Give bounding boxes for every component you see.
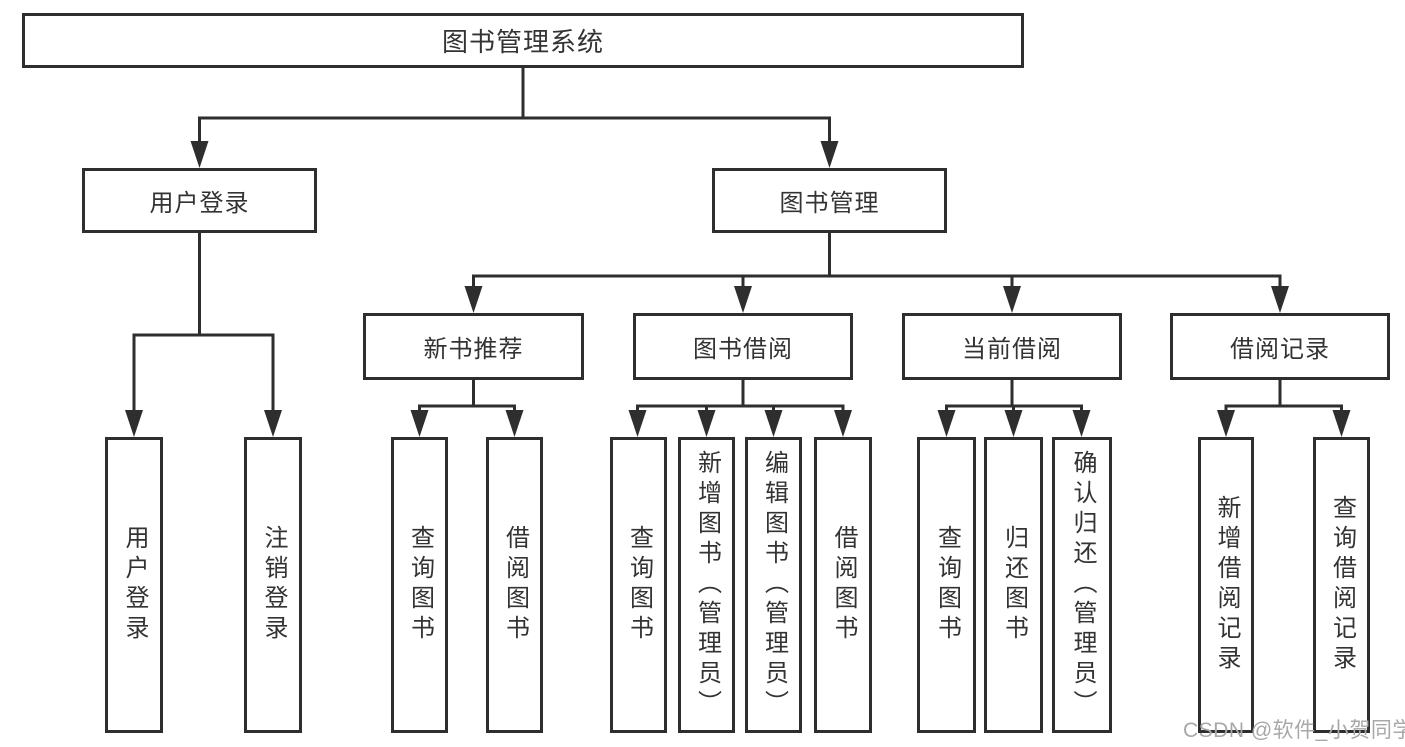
leaf-edit-book-admin: 编辑图书（管理员） xyxy=(745,437,802,733)
leaf-confirm-return-admin: 确认归还（管理员） xyxy=(1052,437,1112,733)
leaf-add-book-admin: 新增图书（管理员） xyxy=(678,437,735,733)
leaf-logout: 注销登录 xyxy=(244,437,302,733)
leaf-query-books-current: 查询图书 xyxy=(917,437,976,733)
leaf-label: 归还图书 xyxy=(1000,525,1028,645)
leaf-label: 新增图书（管理员） xyxy=(693,450,721,720)
node-book-borrowing: 图书借阅 xyxy=(633,313,853,380)
leaf-label: 借阅图书 xyxy=(830,525,857,645)
node-label: 图书借阅 xyxy=(693,336,793,363)
csdn-watermark: CSDN @软件_小贺同学 xyxy=(1183,719,1405,742)
leaf-borrow-books-recommend: 借阅图书 xyxy=(486,437,543,733)
leaf-add-borrow-record: 新增借阅记录 xyxy=(1198,437,1254,733)
node-label: 新书推荐 xyxy=(423,336,524,363)
leaf-user-login: 用户登录 xyxy=(105,437,163,733)
leaf-query-books-borrow: 查询图书 xyxy=(610,437,667,733)
leaf-label: 编辑图书（管理员） xyxy=(760,450,788,720)
node-book-management: 图书管理 xyxy=(712,168,947,233)
leaf-label: 查询图书 xyxy=(625,525,653,645)
node-borrowing-records: 借阅记录 xyxy=(1170,313,1390,380)
leaf-query-borrow-record: 查询借阅记录 xyxy=(1313,437,1370,733)
node-label: 当前借阅 xyxy=(962,336,1062,363)
leaf-label: 查询图书 xyxy=(406,525,434,645)
node-root-library-management-system: 图书管理系统 xyxy=(22,13,1024,68)
node-label: 图书管理系统 xyxy=(441,27,604,57)
leaf-borrow-books: 借阅图书 xyxy=(814,437,872,733)
leaf-return-books: 归还图书 xyxy=(984,437,1043,733)
leaf-label: 注销登录 xyxy=(260,525,287,645)
node-new-book-recommendation: 新书推荐 xyxy=(363,313,584,380)
leaf-label: 确认归还（管理员） xyxy=(1069,450,1096,720)
leaf-label: 借阅图书 xyxy=(501,525,529,645)
leaf-label: 新增借阅记录 xyxy=(1213,495,1240,675)
leaf-label: 查询图书 xyxy=(933,525,961,645)
leaf-label: 用户登录 xyxy=(121,525,148,645)
leaf-label: 查询借阅记录 xyxy=(1328,495,1356,675)
node-user-login: 用户登录 xyxy=(82,168,317,233)
leaf-query-books-recommend: 查询图书 xyxy=(391,437,448,733)
node-label: 用户登录 xyxy=(149,190,250,217)
node-current-borrowing: 当前借阅 xyxy=(902,313,1122,380)
node-label: 借阅记录 xyxy=(1230,336,1330,363)
node-label: 图书管理 xyxy=(779,190,880,217)
